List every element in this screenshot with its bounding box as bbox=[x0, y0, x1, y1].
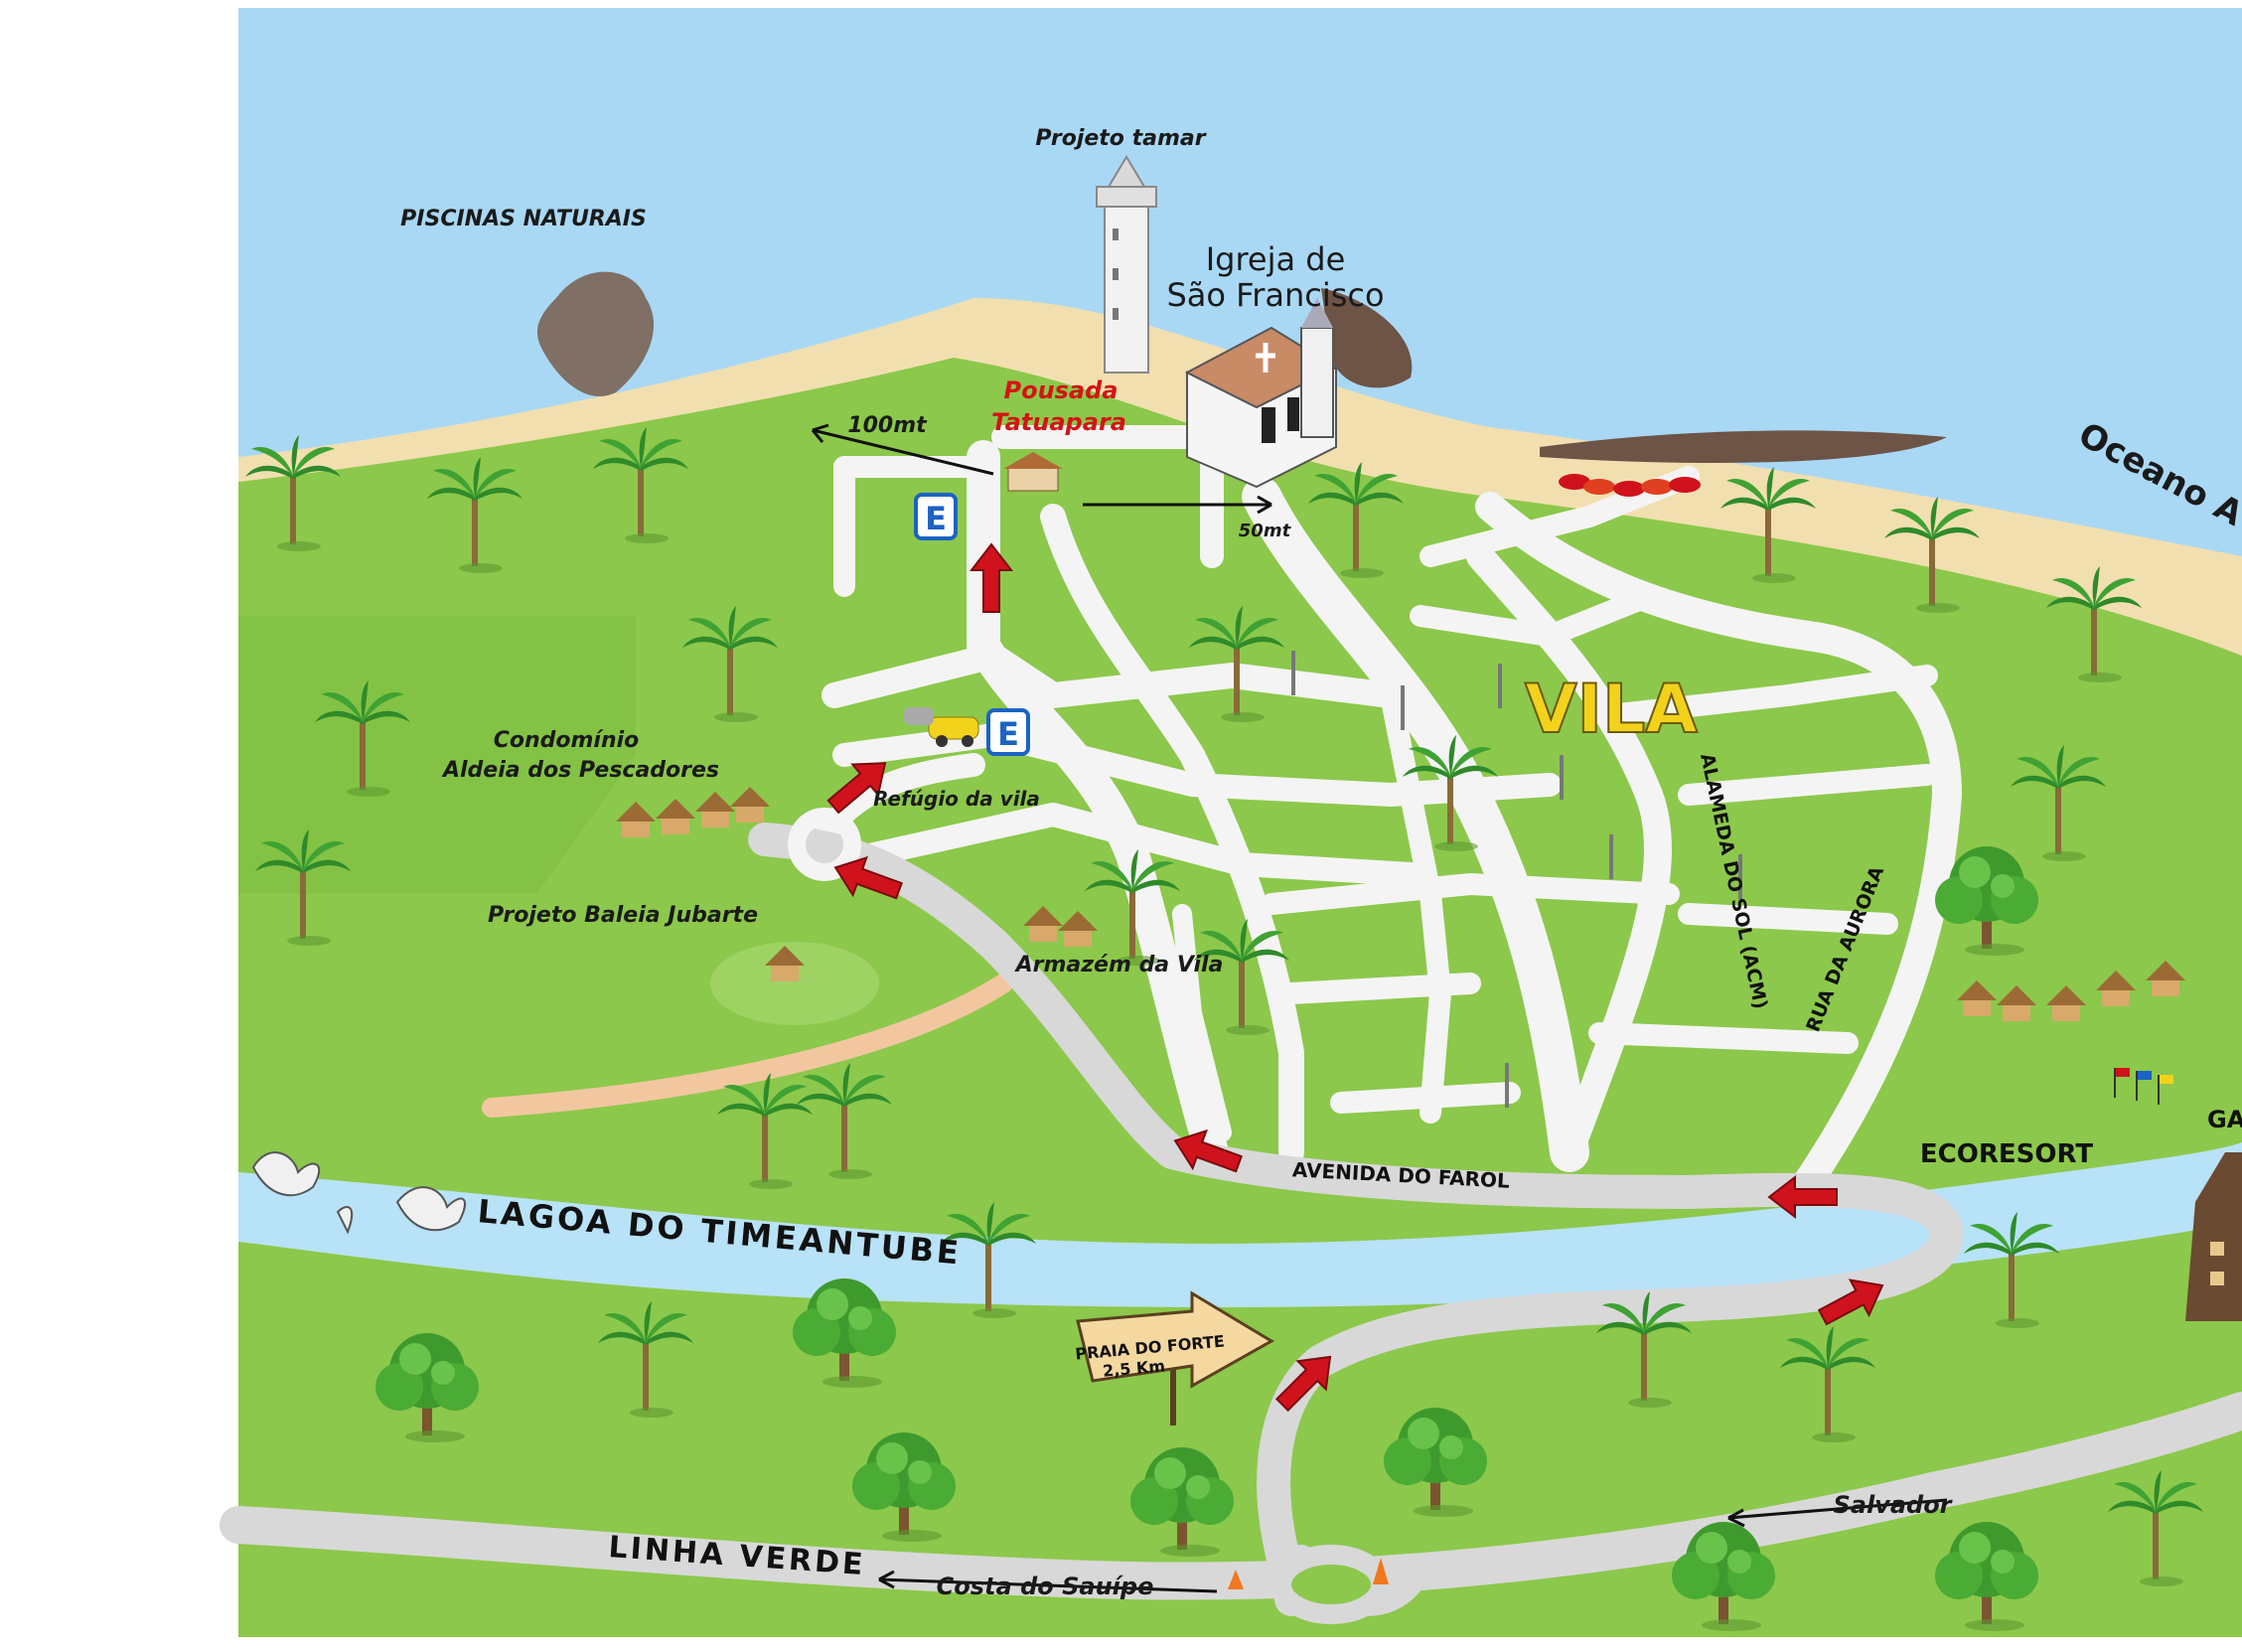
ecoresort-building bbox=[2185, 1152, 2242, 1321]
label-igreja: Igreja de bbox=[1206, 240, 1346, 278]
label-salvador: Salvador bbox=[1833, 1491, 1953, 1519]
car-icon bbox=[904, 707, 979, 747]
road-network bbox=[813, 425, 1962, 1197]
church-icon bbox=[1184, 298, 1339, 489]
label-pousada: Pousada bbox=[1003, 376, 1118, 404]
lamp-posts bbox=[1291, 651, 1742, 1108]
label-piscinas-naturais: PISCINAS NATURAIS bbox=[400, 207, 647, 231]
label-armazem-da-vila: Armazém da Vila bbox=[1014, 953, 1224, 977]
label-vila: VILA bbox=[1525, 671, 1698, 749]
lagoon bbox=[238, 1142, 2242, 1307]
roundabout bbox=[788, 808, 861, 881]
traffic-cone-icon bbox=[1228, 1558, 1389, 1589]
flag-icon bbox=[2114, 1068, 2173, 1105]
rocks-piscinas bbox=[536, 271, 655, 396]
label-50mt: 50mt bbox=[1239, 521, 1292, 541]
label-tatuapara: Tatuapara bbox=[991, 408, 1126, 436]
label-aldeia-dos-pescadores: Aldeia dos Pescadores bbox=[441, 758, 719, 783]
umbrella-icon bbox=[1559, 474, 1701, 497]
label-projeto-baleia-jubarte: Projeto Baleia Jubarte bbox=[488, 903, 758, 928]
label-100mt: 100mt bbox=[847, 413, 928, 438]
label-projeto-tamar: Projeto tamar bbox=[1035, 126, 1206, 151]
label-ecoresort: ECORESORT bbox=[1920, 1139, 2093, 1169]
pousada-building bbox=[1003, 452, 1063, 492]
distance-arrows bbox=[811, 423, 1948, 1593]
label-sao-francisco: São Francisco bbox=[1166, 276, 1384, 314]
label-refugio-da-vila: Refúgio da vila bbox=[873, 787, 1040, 811]
lighthouse-icon bbox=[1096, 155, 1157, 374]
label-ga: GA bbox=[2207, 1106, 2242, 1133]
label-condominio: Condomínio bbox=[494, 728, 640, 753]
signpost-icon bbox=[1076, 1290, 1274, 1426]
bird-icon bbox=[251, 1151, 466, 1235]
label-costa-do-sauipe: Costa do Sauípe bbox=[937, 1573, 1154, 1600]
